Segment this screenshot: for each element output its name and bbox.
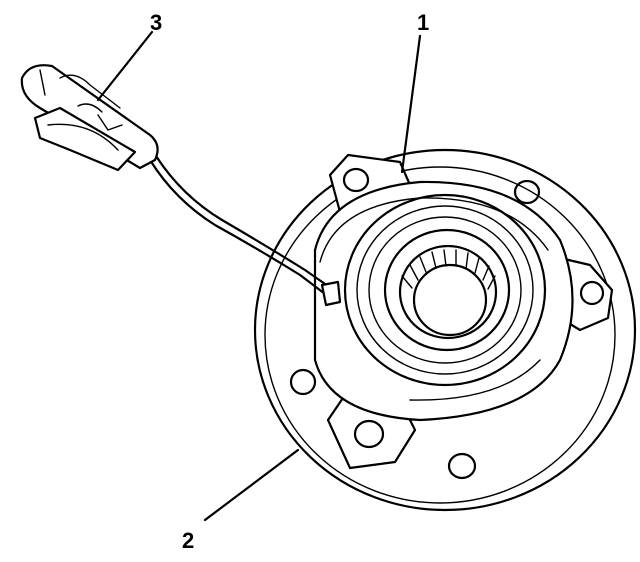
- sensor-connector: [20, 64, 159, 172]
- leader-line-3: [96, 30, 154, 102]
- sensor-wire: [148, 154, 336, 300]
- bearing-seal-rings: [343, 193, 547, 387]
- sensor-grommet: [320, 280, 342, 307]
- callout-label-3: 3: [150, 10, 162, 35]
- callout-label-1: 1: [417, 10, 429, 35]
- splined-bore: [398, 244, 498, 340]
- leader-line-2: [203, 448, 300, 522]
- flange-stud-holes: [289, 179, 541, 480]
- leader-line-1: [400, 34, 422, 174]
- callout-label-2: 2: [182, 528, 194, 553]
